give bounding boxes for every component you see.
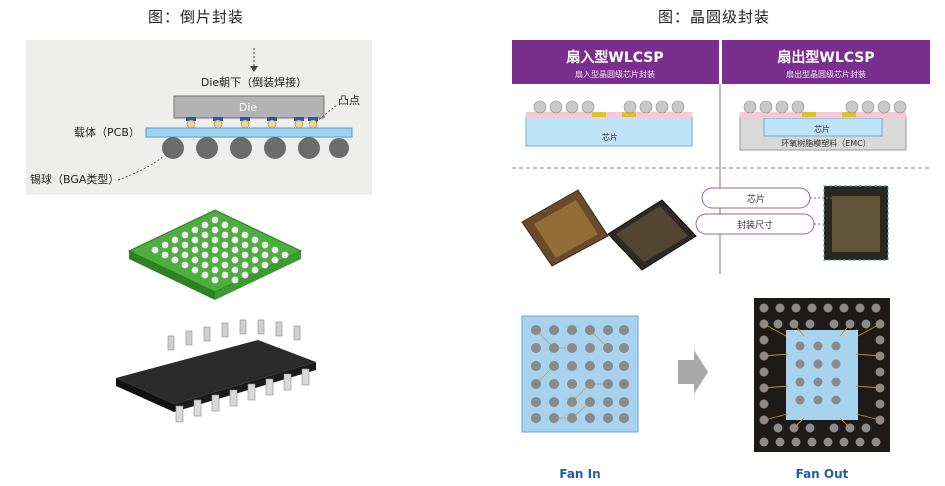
bumps <box>186 117 318 129</box>
bump-label: 凸点 <box>338 94 360 107</box>
chip-callout-label: 芯片 <box>747 193 765 205</box>
emc-label: 环氧树脂模塑料（EMC） <box>781 138 871 148</box>
bga-package-illustration <box>127 209 303 300</box>
transition-arrow <box>678 350 708 394</box>
carrier-label: 载体（PCB） <box>74 125 140 139</box>
fan-out-label: Fan Out <box>796 467 849 481</box>
fan-in-fan-out-layouts: Fan In Fan Out <box>521 298 890 481</box>
fan-in-label: Fan In <box>559 467 600 481</box>
fan-in-layout <box>521 315 639 433</box>
fan-out-subtitle: 扇出型晶圆级芯片封装 <box>786 69 866 79</box>
fan-out-chip-label: 芯片 <box>814 124 830 134</box>
fan-out-header <box>722 40 930 84</box>
front-pins <box>175 368 310 423</box>
die-orientation-label: Die朝下（倒装焊接） <box>201 75 307 89</box>
fan-in-header <box>512 40 719 84</box>
pcb-carrier <box>145 127 353 138</box>
fan-out-cross-section: 芯片 环氧树脂模塑料（EMC） <box>739 100 907 151</box>
solder-ball-label: 锡球（BGA类型） <box>30 172 119 186</box>
fan-in-cross-section: 芯片 <box>525 100 693 147</box>
fan-in-title: 扇入型WLCSP <box>566 49 663 66</box>
back-pins <box>167 319 301 351</box>
sop-chip-illustration <box>116 319 316 423</box>
fan-in-subtitle: 扇入型晶圆级芯片封装 <box>575 69 655 79</box>
fan-in-chip-photo-1 <box>521 189 609 267</box>
die-label: Die <box>239 101 258 114</box>
fan-in-chip-photo-2 <box>607 199 697 271</box>
fan-out-chip-photo <box>823 185 889 261</box>
solder-balls <box>162 137 349 159</box>
right-caption: 图：晶圆级封装 <box>658 8 771 26</box>
flip-chip-diagram: Die朝下（倒装焊接） Die 凸点 载体（PCB） 锡球（BGA类型） <box>26 40 372 195</box>
fan-out-title: 扇出型WLCSP <box>777 49 874 66</box>
bga-balls <box>151 216 289 284</box>
fan-out-layout <box>754 298 890 452</box>
fan-in-chip-label: 芯片 <box>602 132 618 142</box>
wlcsp-comparison-panel: 扇入型WLCSP 扇入型晶圆级芯片封装 扇出型WLCSP 扇出型晶圆级芯片封装 … <box>512 40 930 274</box>
left-caption: 图：倒片封装 <box>148 8 245 26</box>
package-size-callout-label: 封装尺寸 <box>737 219 773 231</box>
